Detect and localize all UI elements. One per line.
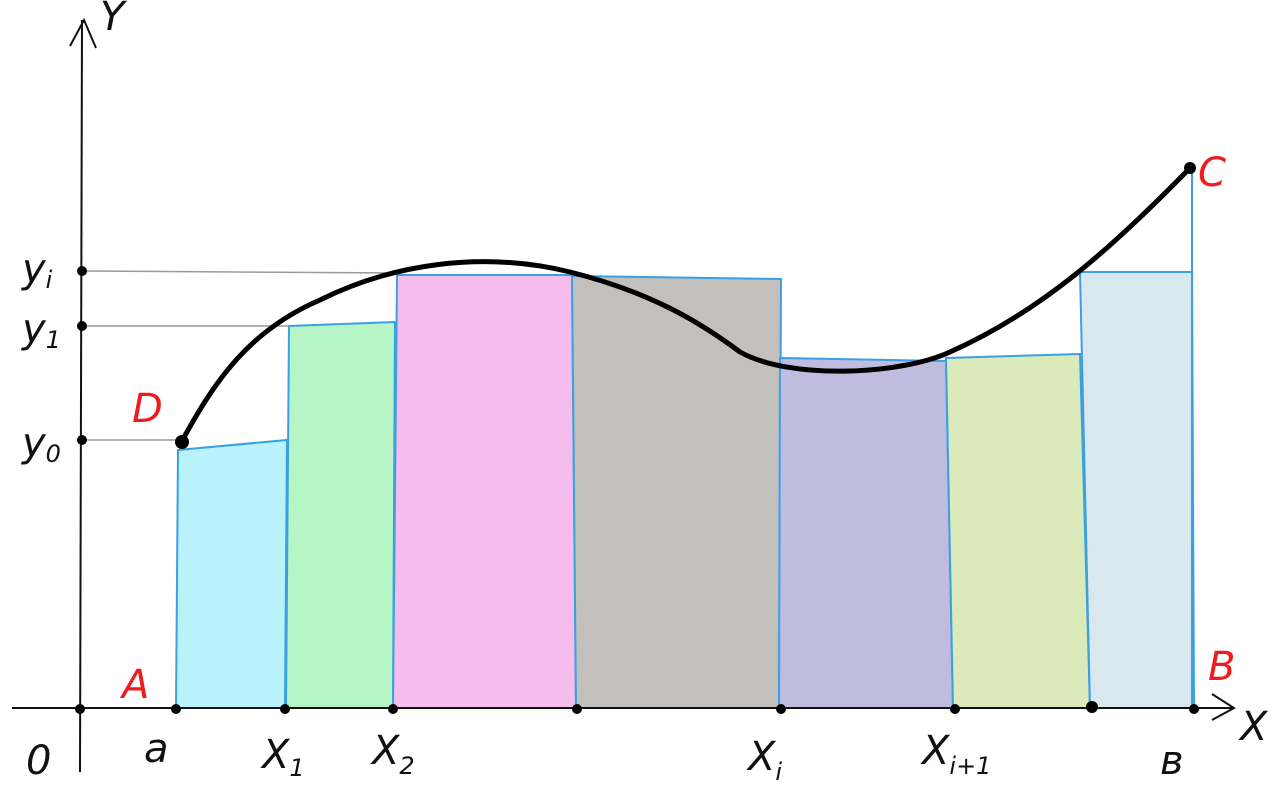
x-tick-xi1: Xi+1 [920, 728, 991, 780]
point-y0 [77, 435, 87, 445]
rect-3 [391, 274, 578, 709]
point-D [175, 435, 189, 449]
point-a [171, 704, 181, 714]
function-curve [179, 165, 1193, 444]
x-axis-arrow [1211, 693, 1236, 721]
point-mid [572, 704, 582, 714]
rect-2 [284, 320, 397, 709]
points [75, 162, 1199, 714]
y-tick-y1: y1 [21, 306, 61, 354]
rect-7 [1078, 271, 1196, 709]
y-tick-y0: y0 [21, 420, 61, 468]
origin-label: 0 [26, 738, 51, 784]
x-tick-x1: X1 [260, 732, 305, 782]
point-C [1184, 162, 1196, 174]
y-tick-yi: yi [21, 246, 53, 294]
x-tick-b: в [1160, 738, 1184, 784]
point-b [1189, 704, 1199, 714]
rect-5 [777, 356, 955, 709]
point-label-C: C [1198, 150, 1226, 196]
y-axis-arrow [69, 17, 97, 49]
x-axis-label: X [1238, 704, 1269, 750]
rect-1 [174, 438, 289, 709]
x-tick-x2: X2 [370, 728, 415, 780]
guide-lines [81, 270, 401, 441]
point-label-B: B [1208, 644, 1235, 690]
point-xi1 [950, 704, 960, 714]
point-y1 [77, 321, 87, 331]
x-tick-xi: Xi [746, 734, 782, 786]
point-label-D: D [132, 386, 163, 432]
point-xi [776, 704, 786, 714]
point-yi [77, 266, 87, 276]
point-origin [75, 704, 85, 714]
rect-6 [944, 352, 1092, 709]
x-tick-a: a [144, 726, 169, 772]
point-label-A: A [119, 662, 149, 708]
rectangles [174, 168, 1196, 709]
y-axis-label: Y [100, 0, 128, 40]
axes [12, 17, 1236, 773]
point-after-xi1 [1086, 701, 1098, 713]
point-x1 [280, 704, 290, 714]
guide-yi [81, 270, 401, 274]
rect-4 [570, 274, 783, 709]
point-x2 [388, 704, 398, 714]
y-axis [79, 19, 83, 773]
